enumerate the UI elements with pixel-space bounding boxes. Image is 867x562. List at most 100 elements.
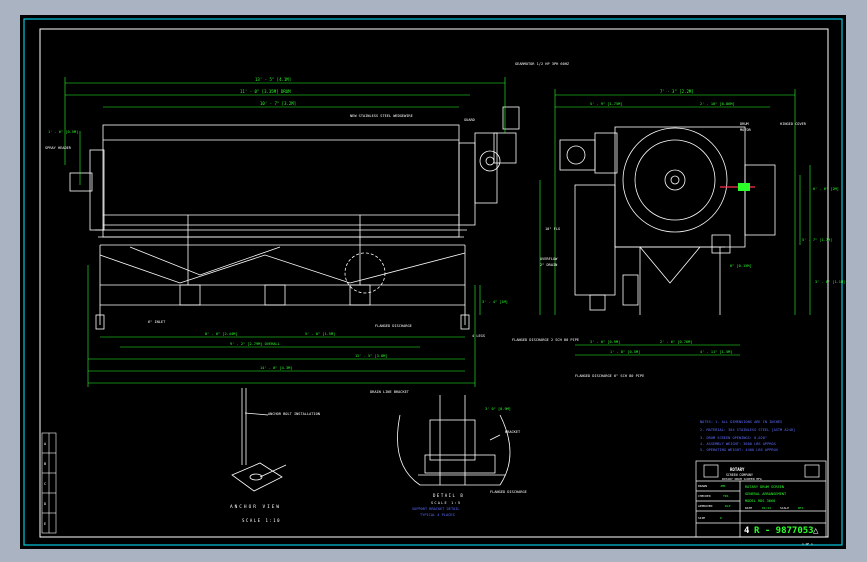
dim-front-height: 3' - 4" [1M] [482, 300, 508, 304]
discharge-3 [349, 284, 371, 306]
detail-b-callout-top: DRAIN LINE BRACKET [370, 390, 410, 394]
field-value-approved: RLP [725, 504, 731, 508]
label-flanged-side: FLANGED DISCHARGE 2 SCH 80 PIPE [512, 338, 579, 342]
detail-a-title: ANCHOR VIEW [230, 504, 281, 510]
callout-spray: SPRAY HEADER [45, 146, 72, 150]
detail-b-callout [344, 252, 386, 294]
general-notes: NOTES: 1. ALL DIMENSIONS ARE IN INCHES 2… [700, 420, 795, 452]
logo-left [703, 464, 719, 478]
gearmotor-motor [502, 106, 520, 130]
rev-row-c: C [44, 482, 46, 486]
inner-border [39, 28, 829, 538]
detail-b-note-2: TYPICAL 4 PLACES [420, 513, 455, 517]
detail-b-title: DETAIL B [433, 493, 464, 498]
sheet-label: 1 OF 1 [802, 542, 813, 546]
field-value-checked: TRS [723, 494, 729, 498]
revision-table [41, 432, 57, 534]
title-fields: DRAWN JMK CHECKED TRS APPROVED RLP DATE … [698, 484, 804, 520]
detail-a-scale: SCALE 1:10 [242, 518, 281, 523]
dim-side-top-2: 5' - 9" [1.75M] [590, 102, 622, 106]
field-label-checked: CHECKED [698, 494, 711, 498]
note-4: 4. ASSEMBLY WEIGHT: 3600 LBS APPROX [700, 442, 777, 446]
title-block [695, 460, 827, 538]
note-3: 3. DRUM SCREEN OPENINGS: 0.020" [700, 436, 767, 440]
dim-side-right-2: 5' - 7" [1.7M] [802, 238, 832, 242]
dim-side-right-3: 3' - 8" [1.1M] [815, 280, 845, 284]
rev-row-a: A [44, 442, 47, 446]
field-label-size: SIZE [698, 516, 705, 520]
dim-side-bottom-3: 1' - 8" [0.5M] [610, 350, 640, 354]
label-outlet-side: FLANGED DISCHARGE 6" SCH 80 PIPE [575, 374, 644, 378]
dim-front-left: 1' - 6" [0.5M] [48, 130, 78, 134]
dim-side-bottom-1: 3' - 0" [0.9M] [590, 340, 620, 344]
revision-labels: A B C D E [44, 442, 47, 526]
left-bearing [69, 172, 93, 192]
rev-row-e: E [44, 522, 46, 526]
detail-b-callout-flange: FLANGED DISCHARGE [490, 490, 527, 494]
detail-b-callout-right: BRACKET [505, 430, 521, 434]
side-accent-mark [738, 183, 750, 191]
label-flanged-front: FLANGED DISCHARGE [375, 324, 412, 328]
side-motor [559, 139, 596, 171]
side-inlet-box [574, 184, 616, 296]
field-label-scale: SCALE [780, 506, 789, 510]
field-value-drawn: JMK [720, 484, 726, 488]
callout-drum-front: NEW STAINLESS STEEL WEDGEWIRE [350, 114, 413, 118]
callout-guard: GUARD [464, 118, 475, 122]
note-5: 5. OPERATING WEIGHT: 4400 LBS APPROX [700, 448, 779, 452]
front-dim-text: 13' - 5" [4.1M] 11' - 0" [3.35M] DRUM 10… [48, 77, 508, 370]
rev-row-b: B [44, 462, 46, 466]
callout-overflow: OVERFLOW [540, 257, 558, 261]
detail-b-dim: 3' 0" [0.9M] [485, 407, 511, 411]
discharge-2 [264, 284, 286, 306]
revision-triangle-icon: △ [813, 526, 819, 536]
drawing-title-2: GENERAL ARRANGEMENT [745, 492, 787, 496]
callout-gearmotor: GEARMOTOR 1/2 HP 3PH 60HZ [515, 62, 570, 66]
note-1: NOTES: 1. ALL DIMENSIONS ARE IN INCHES [700, 420, 782, 424]
callout-inlet-side: 10" FLG [545, 227, 560, 231]
dim-front-top-2: 11' - 0" [3.35M] DRUM [240, 89, 291, 94]
dim-side-top-1: 7' - 3" [2.2M] [660, 89, 694, 94]
logo-right [804, 464, 820, 478]
company-line-1: ROTARY [730, 467, 745, 472]
drawing-sheet: 13' - 5" [4.1M] 11' - 0" [3.35M] DRUM 10… [23, 18, 845, 546]
detail-a-callout: ANCHOR BOLT INSTALLATION [268, 412, 320, 416]
dim-side-bottom-4: 4' - 11" [1.5M] [700, 350, 732, 354]
callout-motor: MOTOR [740, 128, 752, 132]
detail-b-note-1: SUPPORT BRACKET DETAIL [412, 507, 460, 511]
side-dim-text: 7' - 3" [2.2M] 5' - 9" [1.75M] 2' - 10" … [590, 89, 845, 354]
dim-front-bottom-4: 12' - 5" [3.8M] [355, 354, 387, 358]
dim-front-bottom-5: 14' - 0" [4.3M] [260, 366, 292, 370]
side-view [559, 126, 776, 315]
label-inlet: 6" INLET [148, 320, 166, 324]
detail-b-scale: SCALE 1:5 [431, 501, 461, 505]
dim-front-bottom-3: 9' - 2" [2.79M] OVERALL [230, 342, 280, 346]
dim-side-top-3: 2' - 10" [0.86M] [700, 102, 735, 106]
dim-side-right-1: 6' - 6" [2M] [813, 187, 839, 191]
drum-end [622, 127, 728, 233]
discharge-1 [179, 284, 201, 306]
note-2: 2. MATERIAL: 304 STAINLESS STEEL [ASTM A… [700, 428, 795, 432]
field-value-scale: NTS [798, 506, 804, 510]
callout-drain: 2" DRAIN [540, 263, 557, 267]
callout-drum-side: DRUM [740, 122, 749, 126]
company-line-2: SCREEN COMPANY [726, 473, 753, 477]
side-dimensions [539, 89, 811, 356]
side-callouts: DRUM MOTOR HINGED COVER 10" FLG OVERFLOW… [512, 122, 807, 378]
front-dimensions [64, 77, 506, 387]
drawing-title-3: MODEL RDS 3660 [745, 499, 775, 503]
field-value-size: D [720, 516, 722, 520]
cad-viewport[interactable]: 13' - 5" [4.1M] 11' - 0" [3.35M] DRUM 10… [20, 15, 846, 549]
drawing-number-prefix: 4 [744, 526, 750, 536]
outer-border [23, 18, 843, 546]
field-value-date: 01/12 [762, 506, 771, 510]
dim-front-top-1: 13' - 5" [4.1M] [255, 77, 291, 82]
company-line-3: ROTARY DRUM SCREEN MFG [722, 477, 762, 481]
drawing-title-1: ROTARY DRUM SCREEN [745, 485, 784, 489]
label-legs: 4 LEGS [472, 334, 485, 338]
dim-side-bottom-2: 2' - 6" [0.76M] [660, 340, 692, 344]
field-label-approved: APPROVED [698, 504, 713, 508]
side-cover [744, 164, 776, 236]
detail-b [397, 395, 511, 486]
front-callouts: NEW STAINLESS STEEL WEDGEWIRE GUARD GEAR… [45, 62, 570, 338]
